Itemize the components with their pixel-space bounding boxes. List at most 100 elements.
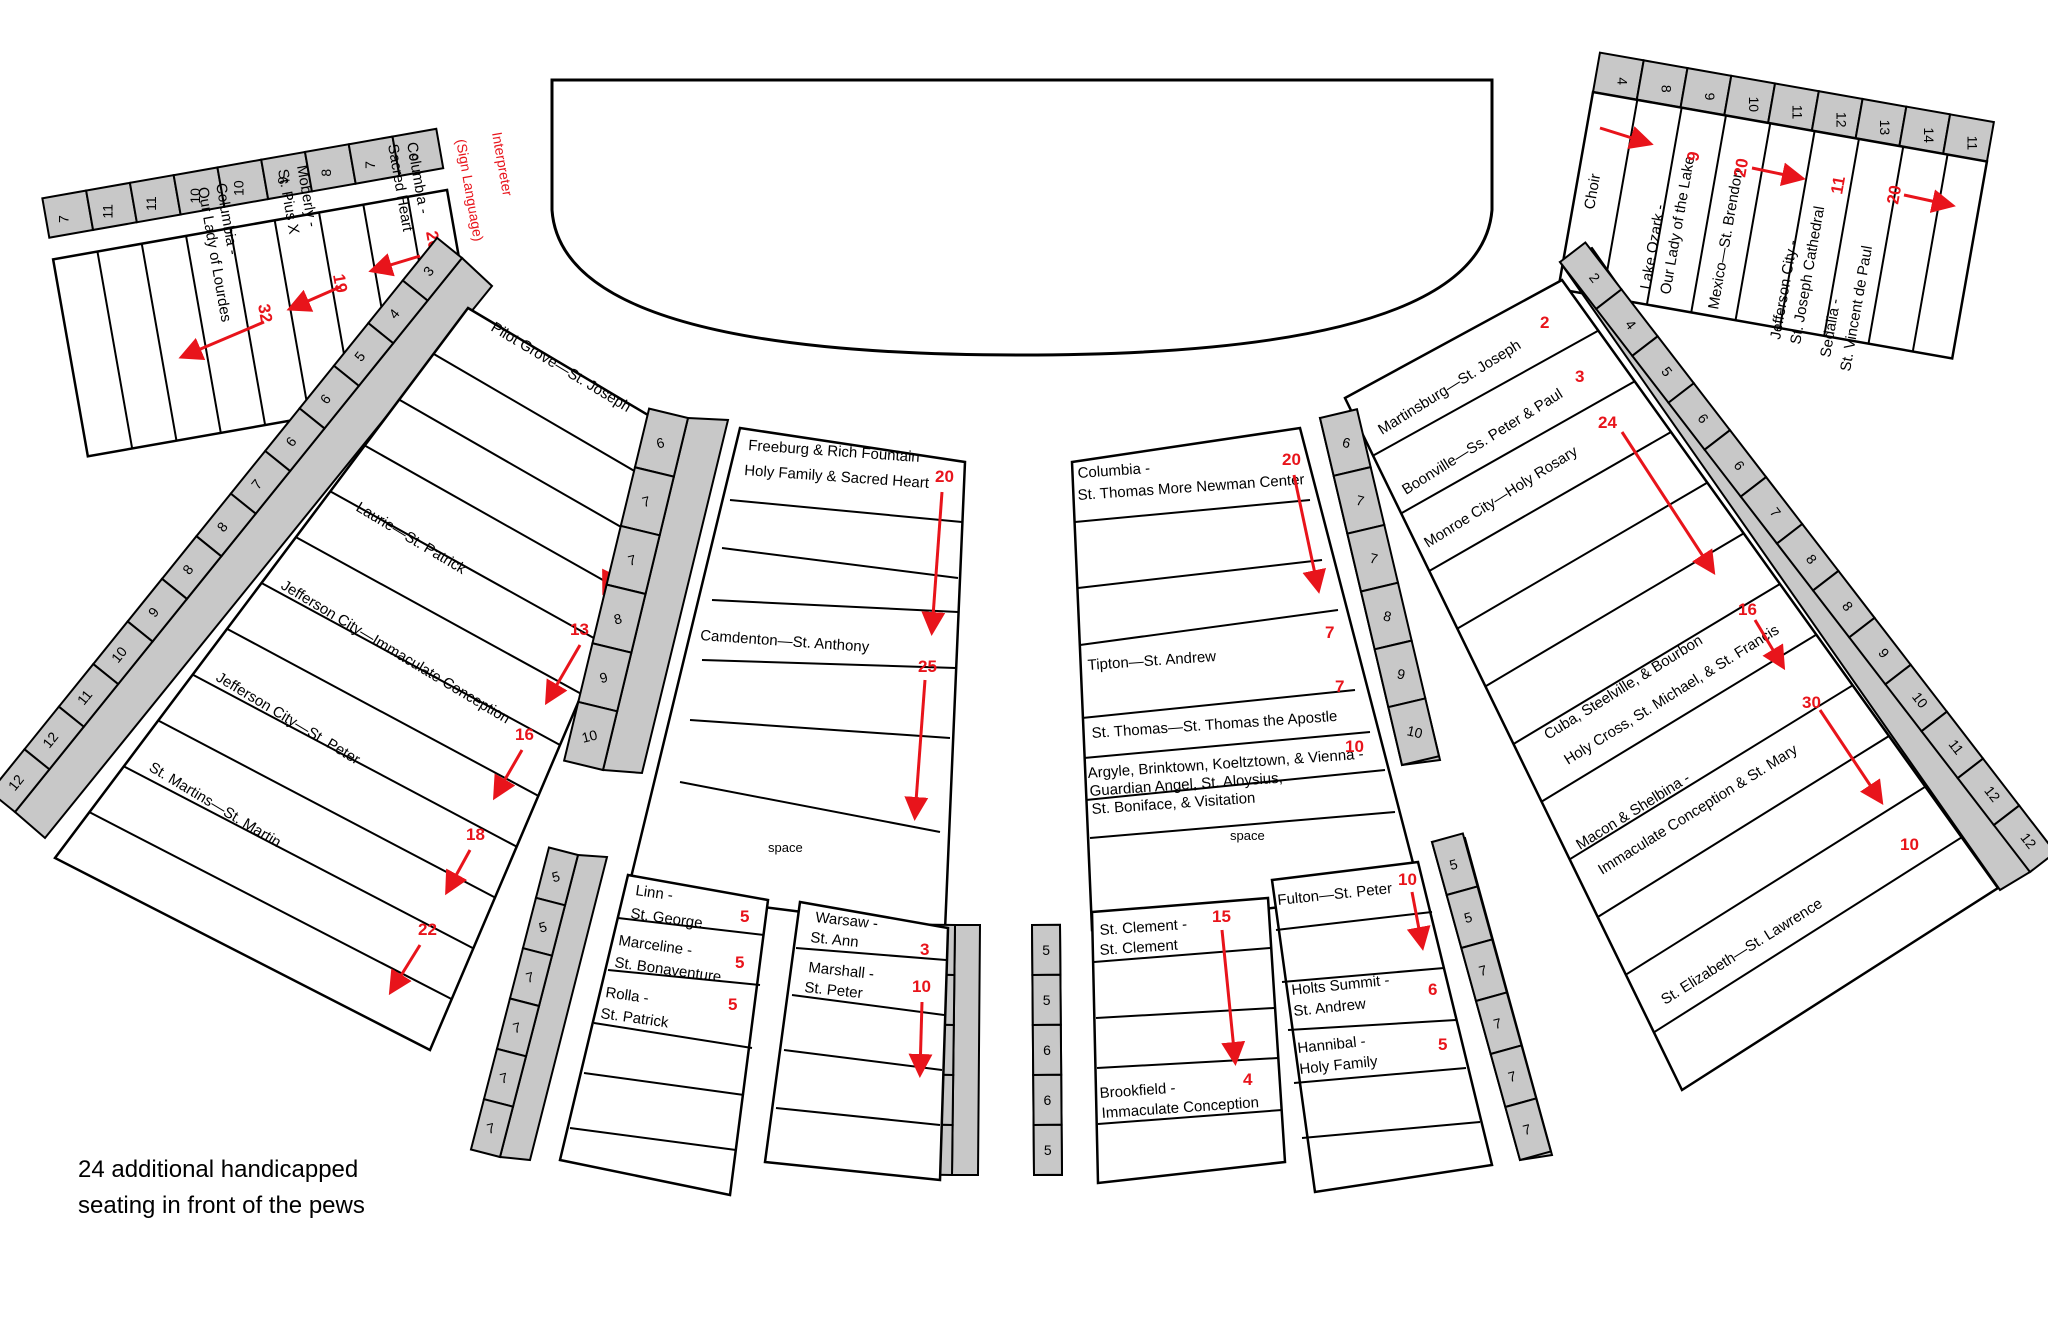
pew-row: [295, 536, 583, 696]
ne-count-0: 9: [1683, 150, 1703, 163]
pew-dividers: [1372, 329, 1963, 1034]
interpreter-label: Interpreter: [489, 131, 516, 198]
pew-end-cell: [391, 127, 445, 178]
pew-end-number: 7: [1355, 492, 1366, 509]
cr-label-0: Columbia -: [1077, 460, 1151, 482]
pew-row: [433, 352, 669, 492]
pew-end-number: 9: [598, 669, 610, 686]
pew-row: [1372, 329, 1599, 457]
arrow: [492, 749, 524, 801]
arrow: [286, 285, 341, 312]
blb-count-0: 3: [920, 940, 929, 959]
wl-count-1: 13: [570, 620, 589, 639]
pew-end-number: 7: [1506, 1068, 1518, 1086]
pew-end-number: 5: [550, 868, 562, 885]
arrow: [1818, 709, 1884, 805]
altar-platform: [550, 78, 1494, 357]
arrow: [1406, 891, 1431, 951]
bra-label-2: Brookfield -: [1099, 1080, 1176, 1102]
arrow: [1220, 929, 1246, 1066]
bla-count-1: 5: [735, 953, 744, 972]
pew-end-number: 7: [56, 215, 72, 223]
wr-count-5: 10: [1900, 835, 1919, 854]
cr-count-3: 10: [1345, 737, 1364, 756]
pew-row: [1428, 431, 1672, 572]
pew-end-number: 9: [274, 176, 290, 184]
pew-end-number: 11: [143, 196, 159, 211]
pew-end-number: 8: [318, 169, 334, 177]
pew-end-number: 9: [1702, 93, 1718, 101]
pew-row: [88, 811, 453, 1001]
pew-end-number: 8: [1382, 608, 1393, 625]
wr-count-3: 16: [1738, 600, 1757, 619]
interpreter-sub: (Sign Language): [453, 138, 487, 243]
pew-end-number: 7: [1492, 1015, 1504, 1033]
wl-count-4: 22: [418, 920, 437, 939]
pew-end-cell: [1504, 1097, 1553, 1162]
cl-count-1: 25: [918, 657, 937, 676]
pew-end-number: 7: [626, 551, 638, 568]
space-left: space: [768, 840, 803, 855]
pew-dividers: [1074, 499, 1396, 839]
pew-row: [157, 719, 496, 899]
pew-block: [763, 900, 950, 1182]
pew-end-number: 6: [1043, 1042, 1051, 1058]
pew-end-cell: [41, 189, 95, 239]
pew-row: [1625, 785, 1926, 976]
ne-label-0: Choir: [1581, 172, 1604, 210]
pew-end-number: 6: [406, 153, 422, 161]
nw-count-2: 32: [254, 302, 276, 324]
pew-end-number: 7: [1368, 550, 1379, 567]
pew-end-number: 7: [511, 1019, 523, 1036]
pew-dividers: [679, 499, 963, 833]
bra-count-1: 4: [1243, 1070, 1253, 1089]
bla-count-0: 5: [740, 907, 749, 926]
pew-end-number: 5: [1043, 992, 1051, 1008]
cl-count-0: 20: [935, 467, 954, 486]
pew-end-cell: [1032, 1123, 1064, 1177]
pew-end-cell: [1387, 697, 1441, 767]
handicapped-seating-note: 24 additional handicapped seating in fro…: [78, 1152, 438, 1224]
wl-count-3: 18: [466, 825, 485, 844]
pew-end-number: 5: [1044, 1142, 1052, 1158]
space-right: space: [1230, 828, 1265, 843]
pew-end-number: 9: [1396, 665, 1407, 682]
pew-row: [1512, 583, 1781, 745]
arrow: [1753, 619, 1786, 671]
pew-row: [261, 582, 561, 746]
pew-end-number: 6: [1341, 434, 1352, 451]
arrow: [445, 849, 472, 896]
pew-end-number: 7: [1477, 962, 1489, 980]
pew-end-number: 11: [99, 204, 115, 219]
arrow: [921, 491, 946, 636]
pew-row: [1400, 380, 1636, 515]
pew-end-number: 11: [1790, 105, 1806, 120]
cr-count-1: 7: [1325, 623, 1334, 642]
pew-row: [1569, 684, 1854, 861]
pew-row: [226, 627, 539, 797]
bla-count-2: 5: [728, 995, 737, 1014]
cr-count-0: 20: [1282, 450, 1301, 469]
arrow: [1599, 126, 1654, 150]
bra-label-1: St. Clement: [1099, 937, 1179, 959]
cr-count-2: 7: [1335, 677, 1344, 696]
pew-end-number: 5: [537, 918, 549, 935]
bla-label-0: Linn -: [634, 882, 674, 904]
pew-end-cell: [1992, 804, 2048, 874]
pew-end-number: 8: [1658, 85, 1674, 93]
blb-count-1: 10: [912, 977, 931, 996]
arrow: [388, 944, 422, 996]
pew-end-cell: [562, 700, 619, 772]
arrow: [368, 253, 421, 277]
